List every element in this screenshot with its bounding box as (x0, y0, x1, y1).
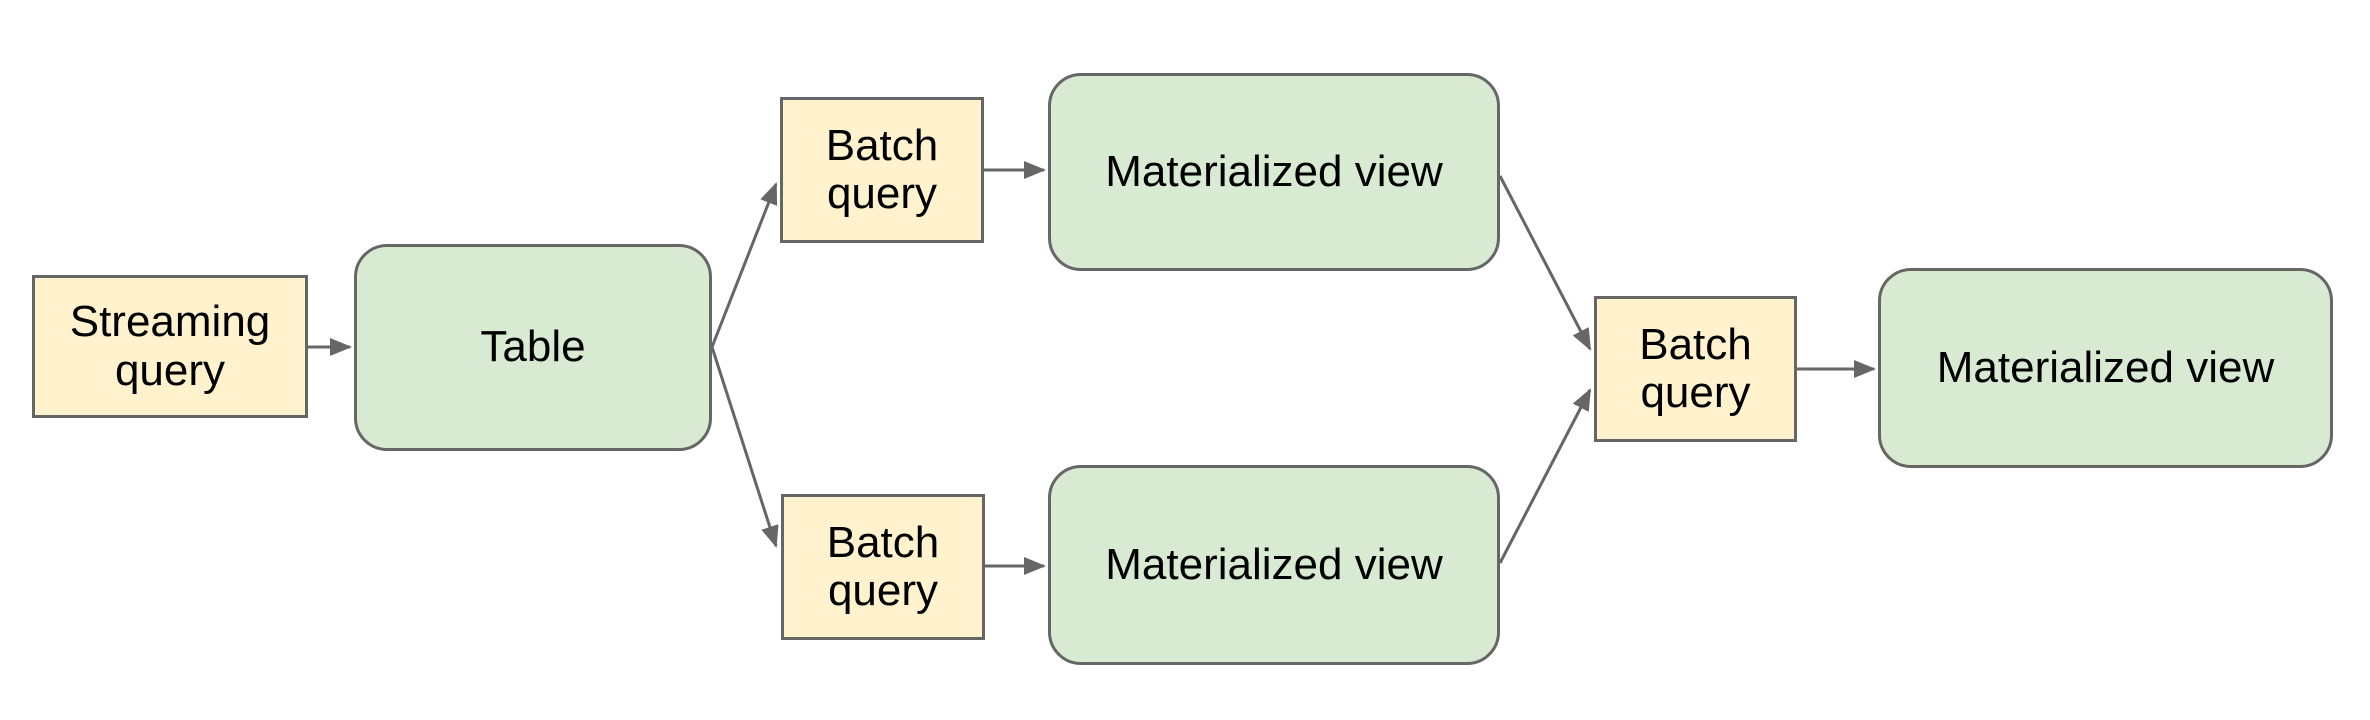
node-materialized-view-top: Materialized view (1048, 73, 1500, 271)
node-materialized-view-top-label: Materialized view (1105, 146, 1443, 196)
node-batch-query-bottom-label: Batch query (826, 517, 940, 615)
node-batch-query-top-label: Batch query (825, 120, 939, 218)
node-batch-query-right-label: Batch query (1639, 319, 1752, 417)
node-materialized-view-bottom: Materialized view (1048, 465, 1500, 665)
node-materialized-view-bottom-label: Materialized view (1105, 539, 1443, 589)
arrow-materialized-view-bottom-to-batch-query-right (1498, 388, 1592, 564)
arrow-materialized-view-top-to-batch-query-right (1498, 175, 1592, 351)
node-batch-query-top: Batch query (780, 97, 984, 243)
node-streaming-query-label: Streaming query (69, 297, 271, 395)
node-batch-query-right: Batch query (1594, 296, 1797, 442)
arrow-table-to-batch-query-bottom (710, 346, 779, 548)
node-materialized-view-right: Materialized view (1878, 268, 2333, 468)
node-materialized-view-right-label: Materialized view (1936, 342, 2275, 392)
node-streaming-query: Streaming query (32, 275, 308, 418)
node-table-label: Table (480, 322, 586, 372)
node-table: Table (354, 244, 712, 451)
node-batch-query-bottom: Batch query (781, 494, 985, 640)
arrow-table-to-batch-query-top (710, 182, 778, 348)
